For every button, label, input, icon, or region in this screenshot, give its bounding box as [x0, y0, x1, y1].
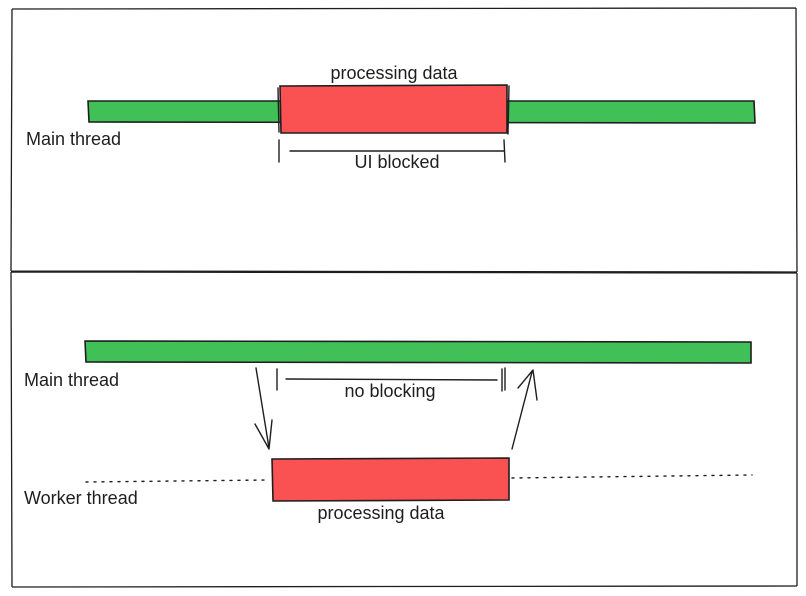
bottom-panel-frame — [10, 271, 798, 588]
handoff-arrow — [254, 367, 273, 450]
worker-thread-line — [511, 474, 753, 479]
worker-thread-line — [85, 479, 269, 483]
main-thread-bar — [84, 340, 752, 364]
processing-data-label: processing data — [330, 63, 458, 83]
bottom-panel: Main thread no blocking Worker thread pr… — [10, 271, 798, 588]
blocked-span-bracket — [278, 139, 506, 163]
processing-block — [271, 457, 510, 502]
main-thread-label: Main thread — [24, 370, 119, 390]
worker-thread-label: Worker thread — [24, 488, 138, 508]
top-panel: processing data Main thread UI blocked — [10, 7, 798, 273]
return-arrow — [511, 369, 538, 450]
top-panel-frame — [10, 7, 798, 273]
no-blocking-label: no blocking — [344, 381, 435, 401]
no-blocking-span-bracket — [276, 367, 506, 392]
processing-data-label: processing data — [317, 503, 445, 523]
processing-block — [279, 84, 508, 134]
ui-blocked-label: UI blocked — [354, 152, 439, 172]
main-thread-label: Main thread — [26, 129, 121, 149]
processing-block-sketch-edge — [277, 85, 510, 135]
